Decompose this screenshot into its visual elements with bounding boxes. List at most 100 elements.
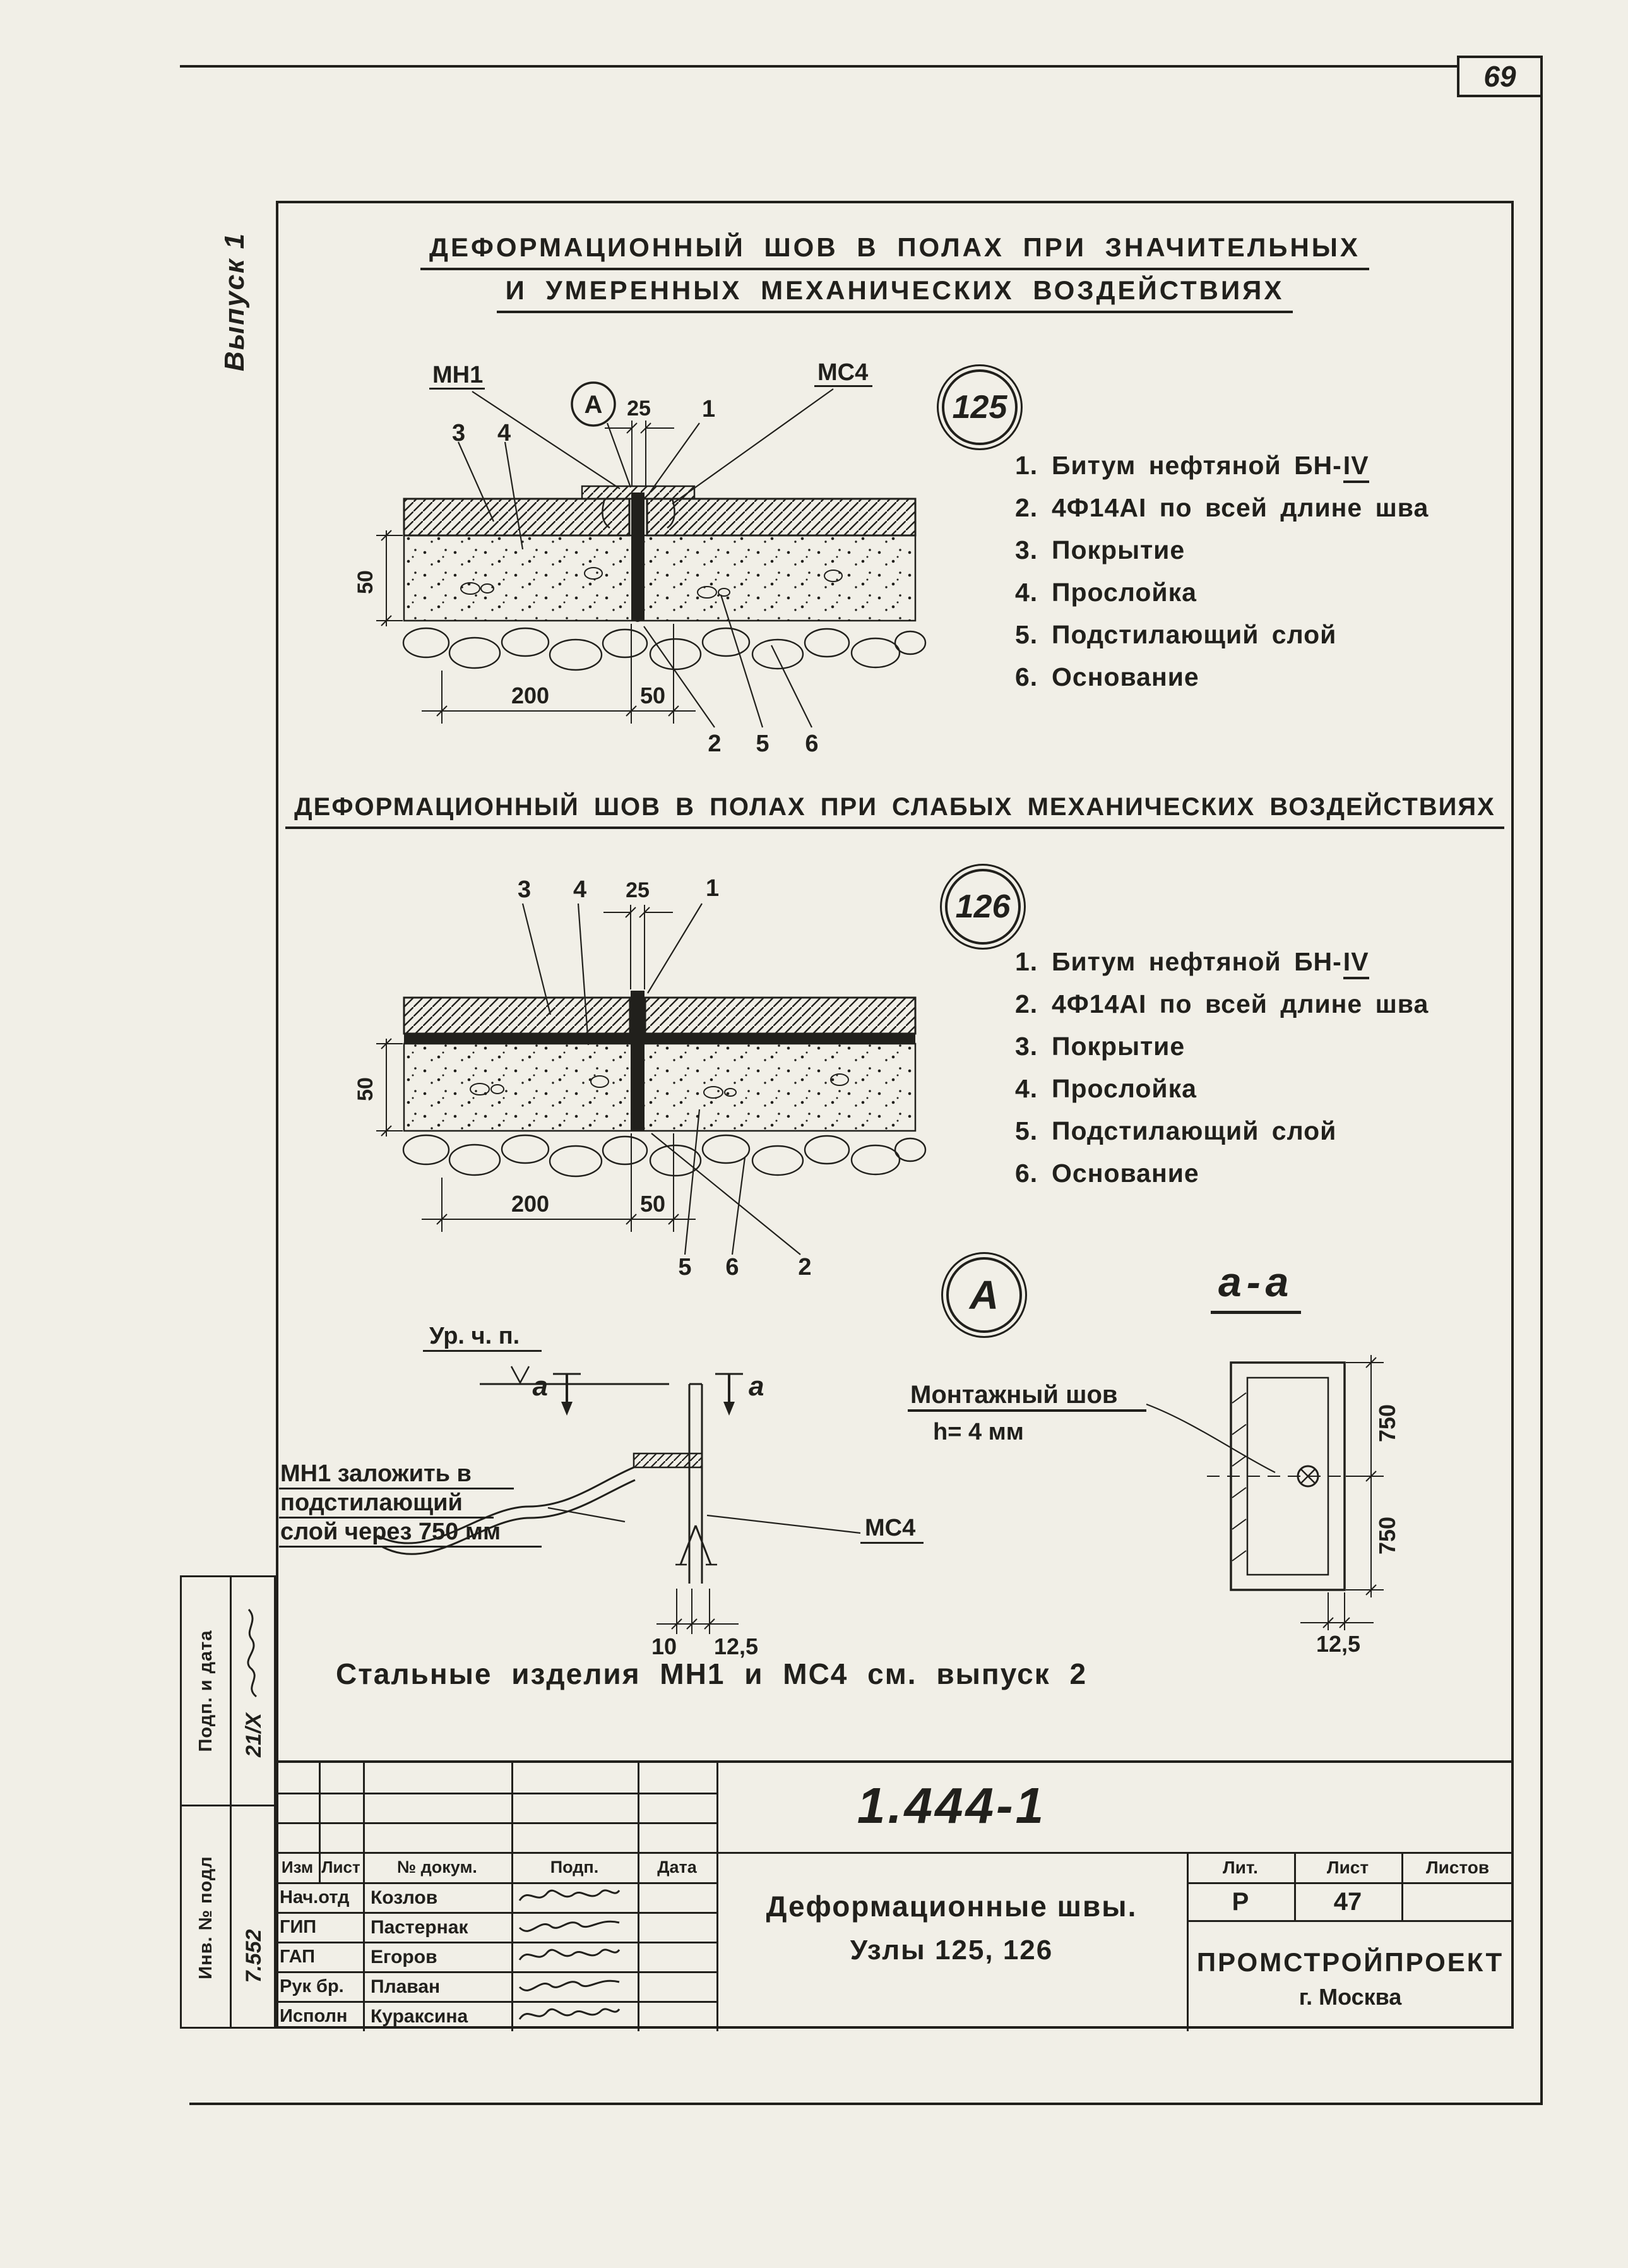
signature-scribble bbox=[518, 1889, 621, 1901]
rule bbox=[276, 1882, 716, 1884]
callout-6: 6 bbox=[725, 1254, 739, 1279]
name-cell: Пастернак bbox=[371, 1917, 468, 1938]
header-lit: Лит. bbox=[1223, 1858, 1258, 1877]
leader-lines bbox=[457, 388, 834, 728]
drawing-detail-a: Ур. ч. п. a a МН1 заложить в подстилающи… bbox=[279, 1323, 924, 1659]
rule bbox=[180, 65, 1531, 68]
header-podp: Подп. bbox=[550, 1858, 599, 1877]
rule bbox=[1187, 1852, 1189, 2031]
legend-item: 6.Основание bbox=[1015, 662, 1199, 691]
dimension-lines bbox=[657, 1589, 739, 1634]
margin-label-podp-data: Подп. и дата bbox=[195, 1630, 216, 1752]
legend-item: 1.Битум нефтяной БН-IV bbox=[1015, 451, 1520, 493]
mn1-note-line3: слой через 750 мм bbox=[280, 1519, 501, 1545]
label-mc4: МС4 bbox=[865, 1515, 915, 1541]
role-cell: ГИП bbox=[280, 1917, 317, 1937]
signature-scribble bbox=[518, 2008, 621, 2020]
callout-1: 1 bbox=[706, 875, 719, 902]
legend-item: 6.Основание bbox=[1015, 1159, 1199, 1188]
dim-12-5: 12,5 bbox=[1316, 1631, 1360, 1657]
rule bbox=[1187, 1920, 1514, 1922]
page-number-box: 69 bbox=[1457, 56, 1543, 97]
dim-50-vert: 50 bbox=[354, 570, 377, 594]
name-cell: Кураксина bbox=[371, 2006, 468, 2027]
callout-3: 3 bbox=[452, 420, 465, 446]
weld-symbol bbox=[1297, 1465, 1319, 1488]
header-izm: Изм bbox=[281, 1858, 314, 1877]
callout-6: 6 bbox=[805, 731, 818, 757]
margin-handwritten-inventory: 7.552 bbox=[241, 1929, 266, 1983]
mn1-corner-flange bbox=[633, 1452, 703, 1469]
floor-section-125 bbox=[376, 381, 927, 728]
weld-height-label: h= 4 мм bbox=[933, 1419, 1024, 1445]
rule bbox=[182, 1805, 274, 1806]
rule bbox=[230, 1577, 232, 2027]
node-badge-126: 126 bbox=[940, 864, 1026, 950]
legend-item: 2.4Ф14АI по всей длине шва bbox=[1015, 493, 1429, 522]
rule bbox=[511, 1763, 513, 2031]
dimension-lines bbox=[376, 905, 696, 1232]
detail-a-geometry bbox=[377, 1366, 861, 1634]
section-125-title-line1: ДЕФОРМАЦИОННЫЙ ШОВ В ПОЛАХ ПРИ ЗНАЧИТЕЛЬ… bbox=[420, 232, 1369, 270]
detail-a-badge: А bbox=[941, 1252, 1027, 1338]
dim-25: 25 bbox=[627, 397, 651, 421]
signature-scribble bbox=[518, 1979, 620, 1991]
name-cell: Плаван bbox=[371, 1976, 441, 1997]
dim-12-5: 12,5 bbox=[714, 1633, 758, 1659]
organization-city: г. Москва bbox=[1298, 1984, 1402, 2010]
dim-750-top: 750 bbox=[1374, 1404, 1400, 1442]
dim-50-vert: 50 bbox=[354, 1077, 377, 1101]
base-stones bbox=[402, 627, 927, 671]
section-125-title-line2: И УМЕРЕННЫХ МЕХАНИЧЕСКИХ ВОЗДЕЙСТВИЯХ bbox=[496, 275, 1293, 313]
legend-item: 4.Прослойка bbox=[1015, 578, 1197, 607]
mn1-note-line2: подстилающий bbox=[280, 1489, 463, 1516]
legend-item: 2.4Ф14АI по всей длине шва bbox=[1015, 989, 1429, 1018]
header-list: Лист bbox=[321, 1858, 360, 1877]
section-aa-title: а-а bbox=[1211, 1258, 1302, 1314]
level-mark-label: Ур. ч. п. bbox=[429, 1323, 520, 1349]
signature-scribble bbox=[518, 1949, 621, 1961]
rule bbox=[276, 1852, 1514, 1854]
callout-5: 5 bbox=[756, 731, 769, 757]
floor-section-126 bbox=[376, 903, 927, 1255]
value-lit: Р bbox=[1232, 1888, 1249, 1916]
drawing-node-125: МН1 3 4 А 25 1 МС4 50 200 50 2 5 6 bbox=[354, 359, 927, 757]
title-block: Изм Лист № докум. Подп. Дата Нач.отд Коз… bbox=[276, 1760, 1514, 2031]
detail-a-letter: А bbox=[585, 391, 603, 419]
section-mark-a-left: a bbox=[533, 1371, 548, 1402]
mn1-strip bbox=[377, 1466, 634, 1544]
page-number: 69 bbox=[1483, 60, 1516, 93]
signature-scribble bbox=[242, 1606, 265, 1700]
drawing-frame bbox=[276, 201, 1514, 2029]
callout-4: 4 bbox=[573, 876, 586, 903]
rule bbox=[189, 2103, 1543, 2105]
legend-item: 3.Покрытие bbox=[1015, 1032, 1185, 1061]
callout-5: 5 bbox=[678, 1254, 691, 1279]
name-cell: Козлов bbox=[371, 1887, 438, 1908]
mn1-flange bbox=[581, 485, 696, 500]
base-stones bbox=[402, 1134, 927, 1178]
node-badge-125: 125 bbox=[937, 364, 1023, 450]
rule bbox=[1401, 1852, 1403, 1920]
expansion-joint-fill bbox=[631, 991, 645, 1131]
rule bbox=[363, 1763, 365, 2031]
section-aa-geometry bbox=[1146, 1355, 1384, 1630]
name-cell: Егоров bbox=[371, 1947, 437, 1967]
drawing-node-126: 3 4 25 1 50 200 50 5 6 2 bbox=[354, 875, 927, 1279]
callout-3: 3 bbox=[518, 876, 531, 903]
mn1-note-line1: МН1 заложить в bbox=[280, 1460, 472, 1487]
drawing-section-aa: Монтажный шов h= 4 мм 750 750 12,5 bbox=[908, 1355, 1400, 1657]
dimension-lines bbox=[376, 421, 696, 724]
rule bbox=[1294, 1852, 1296, 1920]
dim-10: 10 bbox=[651, 1633, 677, 1659]
signature-scribble bbox=[518, 1920, 620, 1932]
role-cell: Рук бр. bbox=[280, 1976, 344, 1996]
header-dokum: № докум. bbox=[397, 1858, 477, 1877]
header-sheets: Листов bbox=[1425, 1858, 1490, 1877]
legend-item: 5.Подстилающий слой bbox=[1015, 620, 1337, 649]
section-mark-a-right: a bbox=[749, 1371, 764, 1402]
rule bbox=[276, 2001, 716, 2003]
callout-4: 4 bbox=[497, 420, 511, 446]
header-sheet: Лист bbox=[1326, 1858, 1369, 1877]
